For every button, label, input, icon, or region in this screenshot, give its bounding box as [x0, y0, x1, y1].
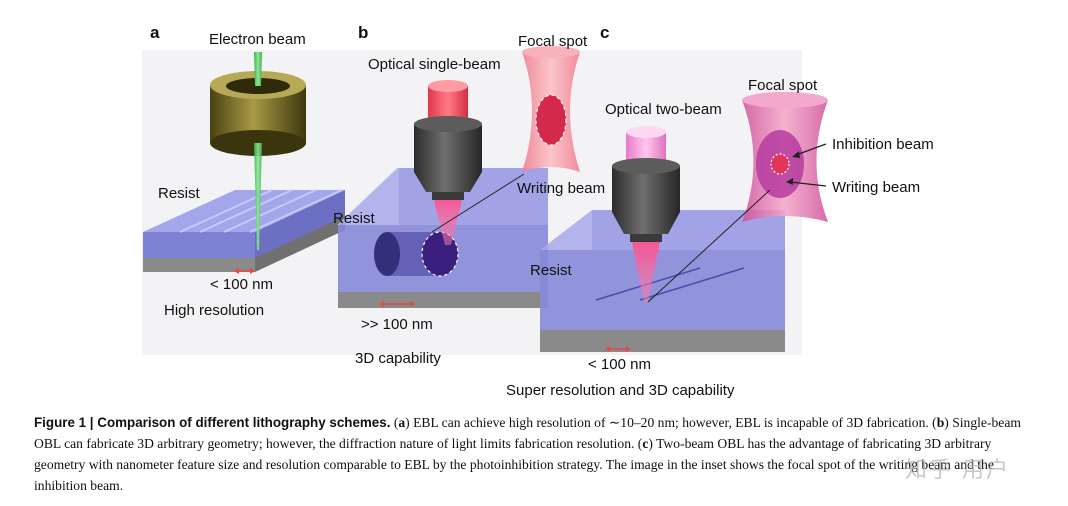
panel-a-letter: a — [150, 23, 160, 42]
size-arrow-c — [605, 346, 631, 352]
inhibition-beam-label: Inhibition beam — [832, 136, 934, 153]
optical-single-beam-label: Optical single-beam — [368, 56, 501, 73]
focal-spot-label-b: Focal spot — [518, 33, 588, 50]
electron-beam-label: Electron beam — [209, 31, 306, 48]
caption-inset-text: The image in the inset shows the focal s… — [34, 457, 994, 493]
caption-b-text: Single-beam OBL can fabricate 3D arbitra… — [34, 415, 1021, 451]
optical-single-beam-lens-icon — [414, 80, 482, 200]
panel-c-letter: c — [600, 23, 610, 42]
feature-label-a: High resolution — [164, 302, 265, 319]
size-label-a: < 100 nm — [210, 276, 273, 293]
caption-c-text: Two-beam OBL has the advantage of fabric… — [34, 436, 992, 472]
size-arrow-a — [234, 268, 255, 274]
pointer-arrows — [431, 143, 827, 303]
size-label-c: < 100 nm — [588, 356, 651, 373]
size-label-b: >> 100 nm — [361, 316, 433, 333]
panel-a-resist-slab — [143, 189, 345, 272]
optical-beam-cone-c — [632, 242, 660, 302]
writing-beam-label-c: Writing beam — [832, 179, 921, 196]
caption-a-text: EBL can achieve high resolution of ∼10–2… — [413, 415, 929, 430]
lithography-schematic — [142, 46, 828, 355]
resist-label-c: Resist — [530, 262, 572, 279]
focal-spot-inset-c — [742, 92, 828, 222]
caption-b-letter: b — [936, 415, 945, 430]
resist-label-a: Resist — [158, 185, 200, 202]
size-arrow-b — [379, 301, 415, 307]
feature-label-c: Super resolution and 3D capability — [506, 382, 735, 399]
caption-title: Figure 1 | Comparison of different litho… — [34, 415, 391, 430]
caption-c-letter: c — [642, 436, 649, 451]
written-cylinder — [374, 231, 459, 277]
feature-label-b: 3D capability — [355, 350, 441, 367]
focal-spot-label-c: Focal spot — [748, 77, 818, 94]
resist-label-b: Resist — [333, 210, 375, 227]
watermark: 知乎 用户 — [905, 458, 1010, 483]
figure-1: a b c Electron beam Resist < 100 nm High… — [142, 23, 934, 399]
caption-a-letter: a — [398, 415, 406, 430]
figure-caption: Figure 1 | Comparison of different litho… — [34, 415, 1021, 493]
panel-b-letter: b — [358, 23, 369, 42]
optical-two-beam-lens-icon — [612, 126, 680, 242]
focal-spot-inset-b — [522, 46, 580, 172]
writing-beam-label-b: Writing beam — [517, 180, 606, 197]
electron-beam — [254, 52, 262, 250]
optical-two-beam-label: Optical two-beam — [605, 101, 722, 118]
